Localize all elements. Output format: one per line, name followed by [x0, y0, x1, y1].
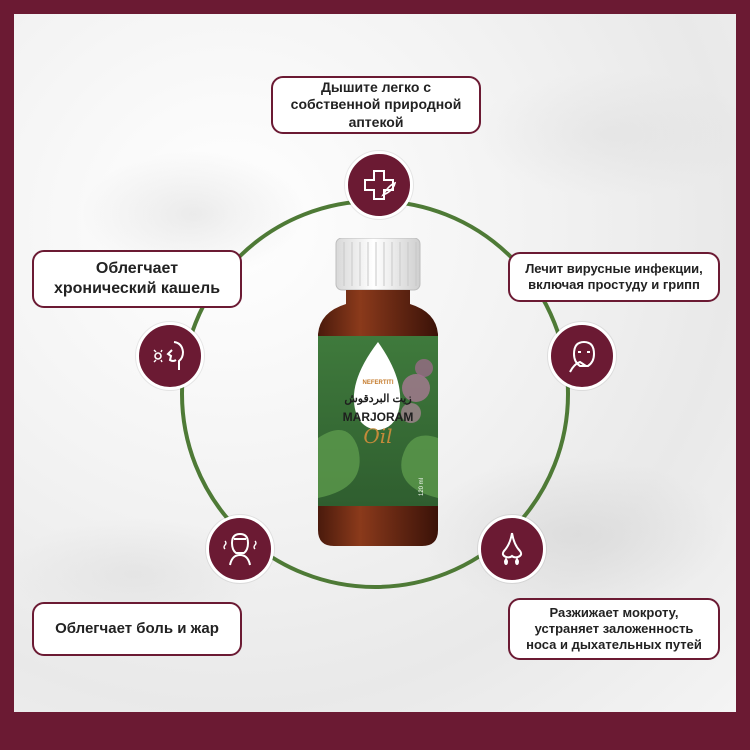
label-pain-text: Облегчает боль и жар — [55, 619, 219, 637]
medical-cross-leaf-icon — [345, 151, 413, 219]
product-name: MARJORAM — [342, 410, 414, 424]
label-viral-text: Лечит вирусные инфекции, включая простуд… — [525, 260, 703, 292]
nose-drip-glyph — [501, 532, 523, 565]
coughing-person-glyph — [153, 341, 185, 370]
product-arabic-name: زيت البردقوش — [344, 393, 412, 405]
nose-drip-icon — [478, 515, 546, 583]
label-viral: Лечит вирусные инфекции, включая простуд… — [508, 252, 720, 302]
label-cough: Облегчает хронический кашель — [32, 250, 242, 308]
label-cough-text: Облегчает хронический кашель — [53, 260, 221, 297]
product-brand: NEFERTITI — [362, 380, 394, 386]
label-mucus: Разжижает мокроту, устраняет заложенност… — [508, 598, 720, 660]
label-pain: Облегчает боль и жар — [32, 602, 242, 656]
coughing-person-icon — [136, 322, 204, 390]
label-breathe-text: Дышите легко с собственной природной апт… — [290, 78, 462, 130]
fever-person-icon — [206, 515, 274, 583]
sick-person-icon — [548, 322, 616, 390]
product-script-word: Oil — [363, 424, 393, 448]
marjoram-oil-bottle — [318, 238, 438, 546]
label-mucus-text: Разжижает мокроту, устраняет заложенност… — [526, 604, 702, 653]
label-breathe: Дышите легко с собственной природной апт… — [271, 76, 481, 134]
product-volume: 120 ml — [419, 478, 425, 497]
medical-cross-leaf-glyph — [364, 170, 397, 200]
fever-person-glyph — [223, 532, 257, 566]
bottom-bar — [0, 712, 750, 750]
sick-person-glyph — [569, 340, 596, 373]
